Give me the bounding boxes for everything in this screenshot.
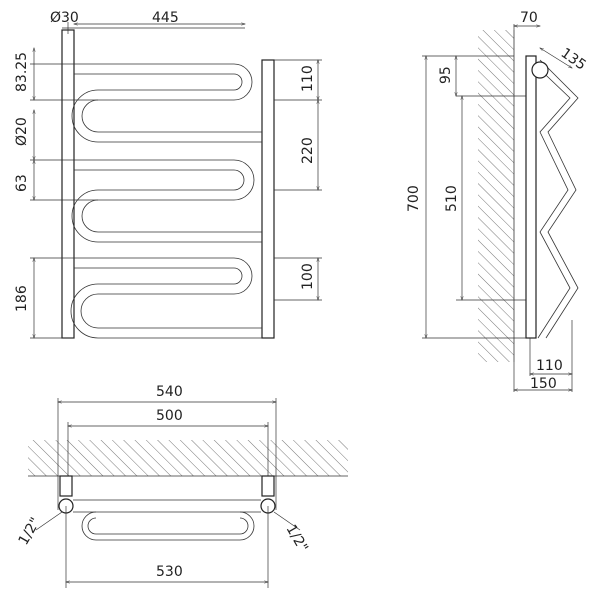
thread-left: 1/2"	[16, 515, 44, 548]
dim-186: 186	[14, 285, 30, 312]
dim-70: 70	[520, 10, 538, 26]
dim-95: 95	[438, 66, 454, 84]
dim-150: 150	[530, 376, 557, 392]
dim-540: 540	[156, 384, 183, 400]
wall-hatch-top	[28, 440, 348, 476]
wall-hatch	[478, 30, 514, 362]
side-view: 70 135 700 95 510 110 150	[406, 10, 589, 392]
front-view: Ø30 445 83.25 Ø20 63 186 110 220 100	[14, 10, 322, 339]
top-loop	[81, 511, 255, 541]
dim-110: 110	[300, 65, 316, 92]
dim-510: 510	[444, 185, 460, 212]
side-profile	[529, 59, 571, 339]
serpentine-tube-inner	[70, 73, 262, 339]
dim-63: 63	[14, 174, 30, 192]
dim-100: 100	[300, 263, 316, 290]
serpentine-tube-outer	[74, 63, 262, 329]
top-view: 540 500 530 1/2" 1/2"	[16, 384, 348, 588]
dim-500: 500	[156, 408, 183, 424]
dim-445: 445	[152, 10, 179, 26]
dim-220: 220	[300, 137, 316, 164]
thread-right: 1/2"	[283, 522, 311, 555]
dim-20: Ø20	[14, 117, 30, 146]
dim-pipe-diameter: Ø30	[50, 10, 79, 26]
dim-530: 530	[156, 564, 183, 580]
dim-700: 700	[406, 185, 422, 212]
left-post	[61, 29, 75, 339]
right-post	[261, 59, 275, 339]
dim-side-110: 110	[536, 358, 563, 374]
dim-83-25: 83.25	[14, 52, 30, 92]
dim-135: 135	[558, 45, 589, 73]
